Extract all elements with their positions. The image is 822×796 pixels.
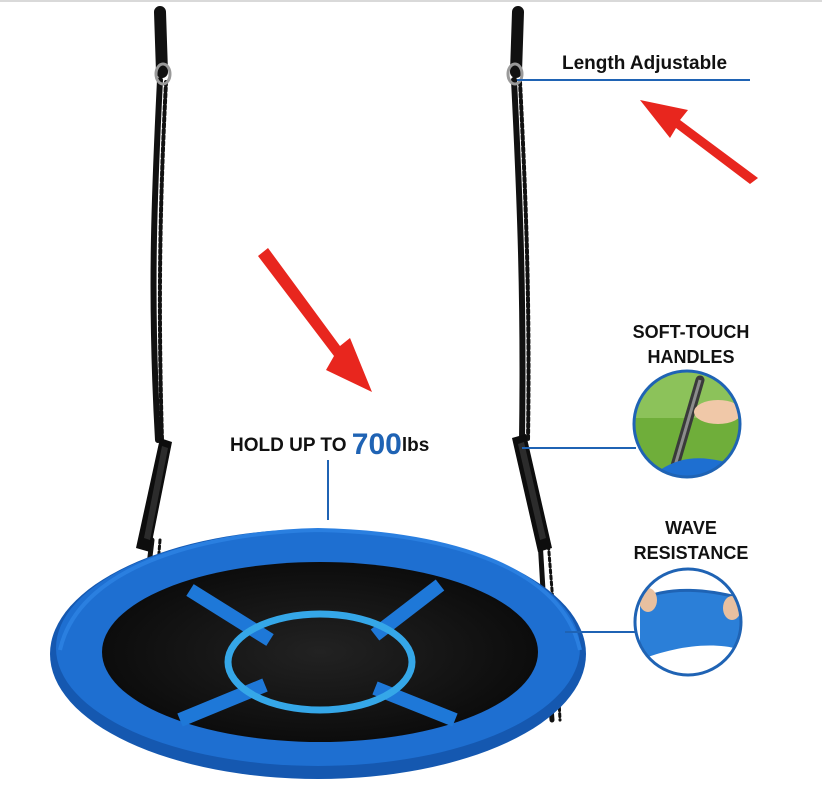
carabiner-right [506,62,524,86]
soft-touch-line1: SOFT-TOUCH [632,322,750,342]
callout-lines [327,79,750,633]
weight-capacity-label: HOLD UP TO 700lbs [230,428,429,462]
weight-capacity-unit: lbs [401,435,430,456]
red-arrow-icon [258,248,372,392]
weight-capacity-number: 700 [351,428,402,461]
length-adjustable-label: Length Adjustable [562,53,728,74]
wave-resistance-inset-image [633,567,743,677]
wave-resistance-line1: WAVE [665,518,717,538]
red-arrow-icon [640,100,758,184]
soft-touch-handles-label: SOFT-TOUCH HANDLES [606,320,776,370]
wave-resistance-line2: RESISTANCE [633,543,749,563]
left-handle [136,438,172,552]
saucer-seat [50,527,586,779]
wave-resistance-label: WAVE RESISTANCE [606,516,776,566]
top-border [0,0,822,2]
weight-capacity-prefix: HOLD UP TO [230,435,352,456]
carabiner-left [154,62,172,86]
soft-touch-line2: HANDLES [647,347,735,367]
right-handle [512,434,552,552]
soft-touch-inset-image [632,369,742,479]
